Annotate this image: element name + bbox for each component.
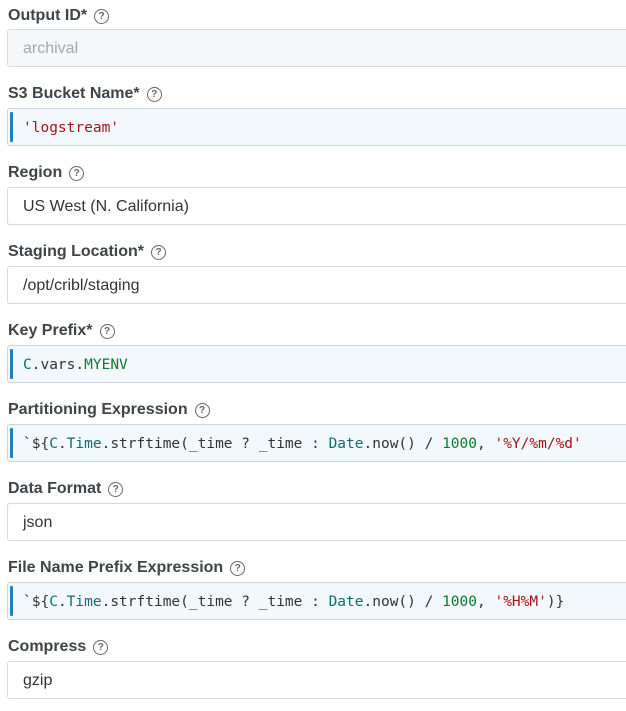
partitioning-expression-code-input[interactable]: `${C.Time.strftime(_time ? _time : Date.…: [7, 424, 626, 462]
data-format-label: Data Format: [8, 480, 102, 497]
output-id-label-row: Output ID* ?: [8, 5, 110, 27]
code-token: .: [57, 594, 67, 610]
help-icon[interactable]: ?: [69, 165, 85, 181]
code-token: 1000: [442, 436, 477, 452]
code-token: C: [49, 436, 58, 452]
region-label-row: Region ?: [8, 162, 85, 184]
compress-label: Compress: [8, 638, 87, 655]
help-icon[interactable]: ?: [146, 86, 162, 102]
s3-bucket-code: 'logstream': [23, 109, 626, 147]
region-value: US West (N. California): [23, 198, 189, 215]
code-token: 'logstream': [23, 120, 120, 136]
help-icon[interactable]: ?: [151, 244, 166, 260]
code-token: .now() /: [363, 594, 443, 610]
code-token: '%Y/%m/%d': [494, 436, 582, 452]
file-name-prefix-code: `${C.Time.strftime(_time ? _time : Date.…: [23, 583, 626, 621]
staging-location-value: /opt/cribl/staging: [23, 277, 140, 294]
code-token: .strftime(_time ? _time :: [101, 436, 329, 452]
code-token: `${: [23, 594, 50, 610]
partitioning-expression-code: `${C.Time.strftime(_time ? _time : Date.…: [23, 425, 626, 463]
code-token: 1000: [442, 594, 477, 610]
key-prefix-label-row: Key Prefix* ?: [8, 320, 115, 342]
file-name-prefix-label: File Name Prefix Expression: [8, 559, 224, 576]
help-icon[interactable]: ?: [230, 560, 246, 576]
code-token: C: [49, 594, 58, 610]
compress-value: gzip: [23, 672, 53, 689]
compress-label-row: Compress ?: [8, 636, 109, 658]
code-token: C: [23, 357, 32, 373]
staging-location-input[interactable]: /opt/cribl/staging: [7, 266, 626, 304]
s3-bucket-code-input[interactable]: 'logstream': [7, 108, 626, 146]
staging-location-label-row: Staging Location* ?: [8, 241, 166, 263]
compress-select[interactable]: gzip: [7, 661, 626, 699]
code-token: Date: [328, 594, 364, 610]
help-icon[interactable]: ?: [108, 481, 124, 497]
code-token: '%H%M': [494, 594, 547, 610]
file-name-prefix-label-row: File Name Prefix Expression ?: [8, 557, 246, 579]
code-token: ,: [477, 436, 495, 452]
s3-bucket-label: S3 Bucket Name*: [8, 85, 140, 102]
code-token: .now() /: [363, 436, 443, 452]
code-token: .: [57, 436, 67, 452]
data-format-value: json: [23, 514, 53, 531]
staging-location-label: Staging Location*: [8, 243, 144, 260]
code-token: )}: [546, 594, 565, 610]
code-token: MYENV: [84, 357, 128, 373]
output-id-input[interactable]: archival: [7, 29, 626, 67]
key-prefix-code: C.vars.MYENV: [23, 346, 626, 384]
code-token: Time: [66, 594, 102, 610]
code-token: ,: [477, 594, 495, 610]
code-token: .strftime(_time ? _time :: [101, 594, 329, 610]
partitioning-expression-label-row: Partitioning Expression ?: [8, 399, 210, 421]
data-format-label-row: Data Format ?: [8, 478, 124, 500]
help-icon[interactable]: ?: [93, 639, 109, 655]
help-icon[interactable]: ?: [99, 323, 115, 339]
s3-bucket-label-row: S3 Bucket Name* ?: [8, 83, 162, 105]
code-token: `${: [23, 436, 50, 452]
key-prefix-code-input[interactable]: C.vars.MYENV: [7, 345, 626, 383]
file-name-prefix-code-input[interactable]: `${C.Time.strftime(_time ? _time : Date.…: [7, 582, 626, 620]
help-icon[interactable]: ?: [94, 8, 110, 24]
data-format-select[interactable]: json: [7, 503, 626, 541]
output-id-value: archival: [23, 40, 79, 57]
partitioning-expression-label: Partitioning Expression: [8, 401, 188, 418]
code-token: .vars.: [31, 357, 85, 373]
key-prefix-label: Key Prefix*: [8, 322, 93, 339]
help-icon[interactable]: ?: [194, 402, 210, 418]
code-token: Time: [66, 436, 102, 452]
code-token: Date: [328, 436, 364, 452]
output-id-label: Output ID*: [8, 7, 88, 24]
region-select[interactable]: US West (N. California): [7, 187, 626, 225]
region-label: Region: [8, 164, 63, 181]
